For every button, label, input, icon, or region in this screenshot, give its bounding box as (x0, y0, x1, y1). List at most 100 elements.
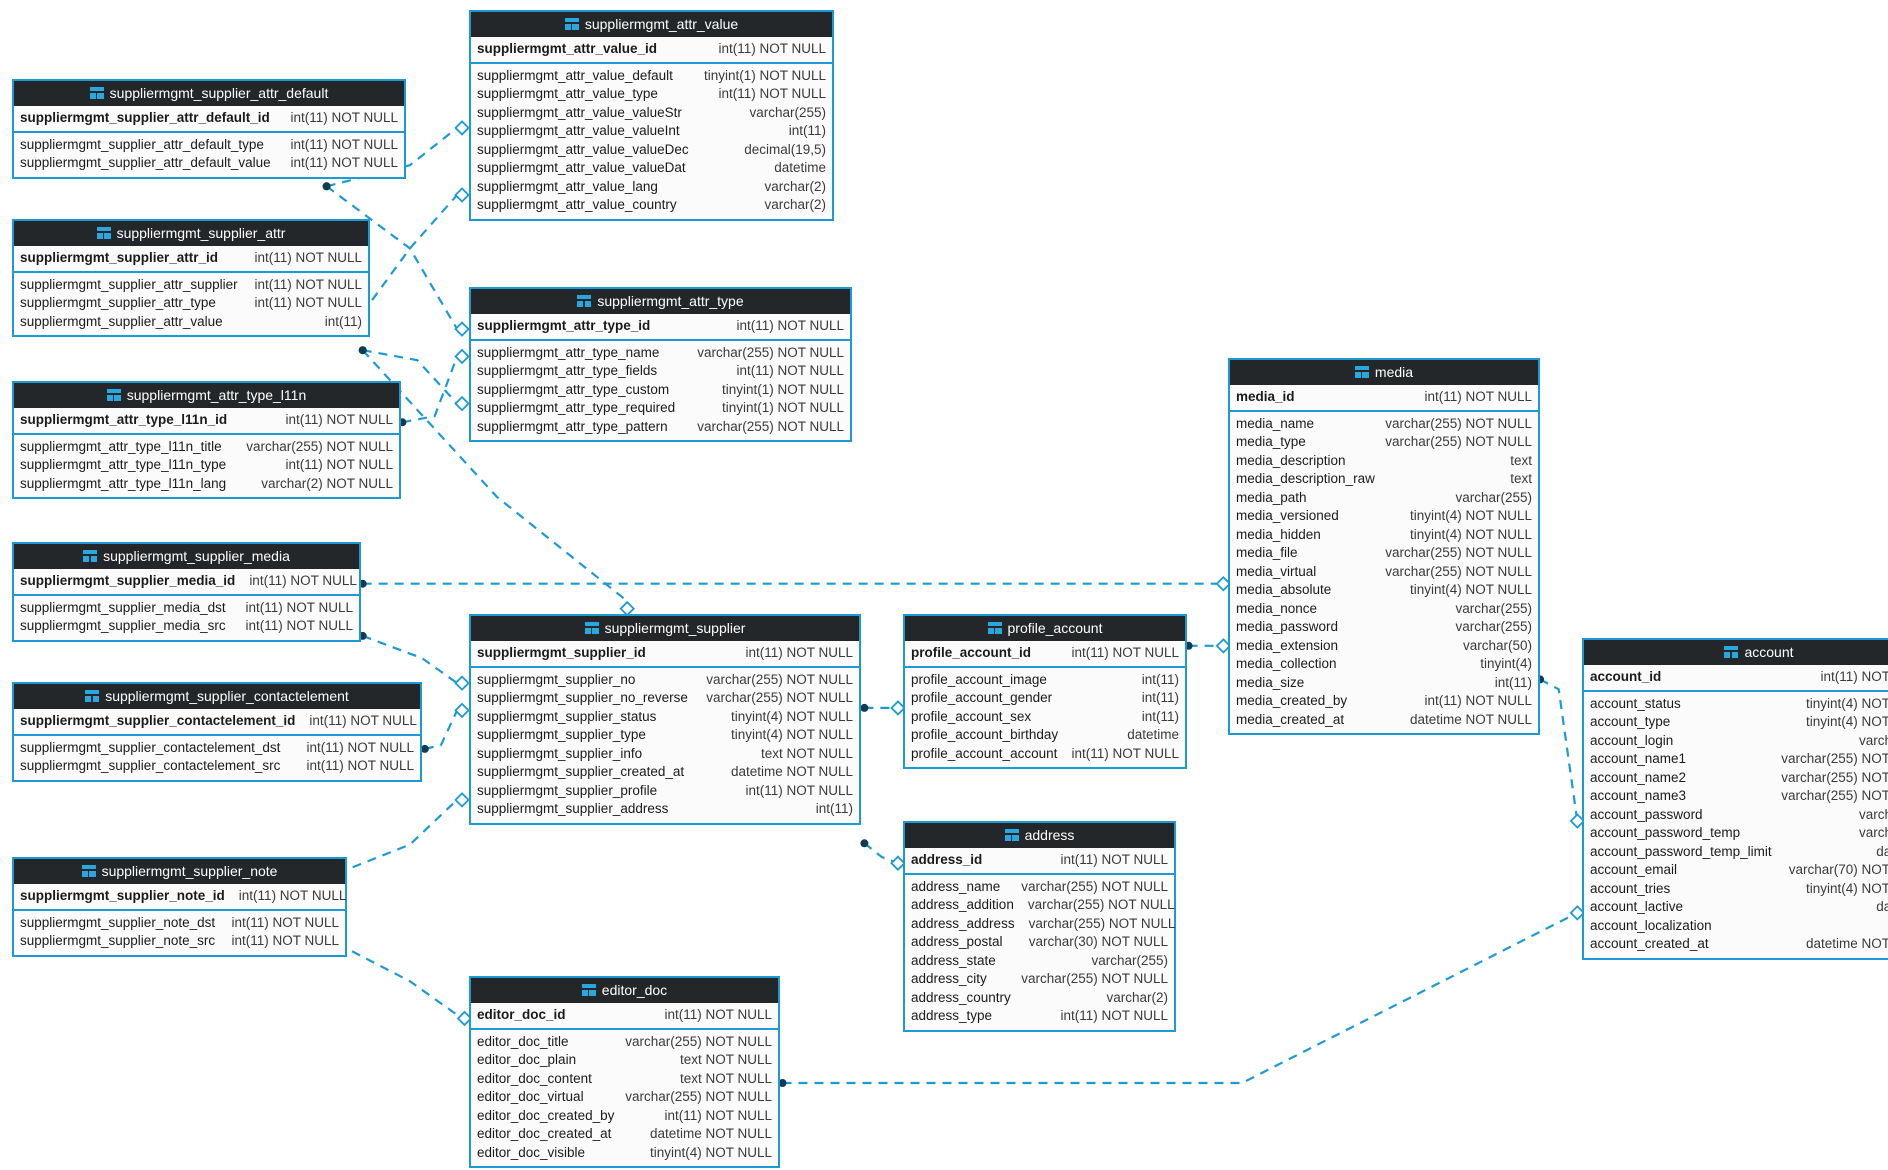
relationship-suppliermgmt_attr_type_l11n-to-suppliermgmt_attr_type (398, 348, 470, 427)
column-type: tinyint(4) NOT NULL (1409, 582, 1532, 597)
column-type: int(11) NOT NULL (664, 1107, 772, 1123)
column-type: varchar(255) NOT NULL (706, 690, 853, 705)
entity-name: suppliermgmt_attr_type_l11n (126, 387, 307, 403)
column-name: suppliermgmt_supplier_profile (477, 782, 658, 798)
column-type: varchar(255) NOT NULL (625, 1089, 772, 1104)
column-row: suppliermgmt_supplier_contactelement_src… (14, 757, 420, 776)
column-name: suppliermgmt_supplier_media_src (20, 618, 226, 633)
table-icon (106, 389, 121, 401)
entity-title-bar: suppliermgmt_supplier_attr_default (14, 81, 404, 106)
column-name: address_state (911, 952, 996, 968)
column-name: suppliermgmt_attr_value_valueDec (477, 141, 689, 157)
column-name: suppliermgmt_supplier_status (477, 708, 657, 724)
column-name: account_name2 (1590, 769, 1687, 785)
column-name: address_address (911, 915, 1015, 931)
column-type: varchar(255) NOT NULL (1021, 971, 1168, 986)
column-name: profile_account_id (911, 645, 1032, 660)
column-type: varchar(255) NOT NULL (706, 671, 853, 687)
column-type: datetime NOT NULL (1409, 711, 1532, 727)
column-type: varchar(255) NOT NULL (1385, 545, 1532, 560)
column-name: account_email (1590, 862, 1678, 877)
column-type: varchar(255) (1455, 489, 1532, 505)
column-type: int(11) NOT NULL (245, 618, 353, 633)
column-row: media_virtual varchar(255) NOT NULL (1230, 563, 1538, 582)
column-name: suppliermgmt_attr_value_lang (477, 178, 658, 194)
column-row: suppliermgmt_supplier_contactelement_dst… (14, 739, 420, 758)
table-icon (987, 622, 1002, 634)
column-type: datetime NOT NULL (649, 1126, 772, 1141)
column-name: suppliermgmt_attr_type_pattern (477, 418, 668, 434)
column-name: suppliermgmt_attr_type_fields (477, 363, 658, 378)
column-type: tinyint(4) (1480, 656, 1532, 671)
column-type: varchar(255) NOT NULL (625, 1033, 772, 1049)
column-name: media_type (1236, 434, 1306, 449)
column-name: suppliermgmt_supplier_contactelement_id (20, 713, 296, 728)
column-name: profile_account_account (911, 745, 1058, 761)
table-icon (85, 690, 100, 702)
column-type: datetime NOT NULL (730, 764, 853, 779)
relationship-suppliermgmt_supplier_media-to-media (358, 575, 1232, 592)
column-name: media_nonce (1236, 600, 1318, 616)
entity-title-bar: media (1230, 360, 1538, 385)
table-icon (83, 550, 98, 562)
column-type: varchar(70) NOT NULL (1788, 862, 1888, 877)
column-type: int(11) NOT NULL (285, 412, 393, 427)
column-type: int(11) NOT NULL (290, 110, 398, 125)
column-type: int(11) NOT NULL (306, 758, 414, 773)
entity-name: suppliermgmt_supplier_note (101, 863, 278, 879)
entity-title-bar: suppliermgmt_attr_type_l11n (14, 383, 399, 408)
column-name: address_type (911, 1008, 993, 1023)
column-name: media_virtual (1236, 563, 1317, 579)
entity-suppliermgmt_supplier_note[interactable]: suppliermgmt_supplier_note suppliermgmt_s… (12, 857, 347, 957)
column-type: varchar(255) NOT NULL (1781, 769, 1888, 785)
column-name: suppliermgmt_supplier_created_at (477, 764, 685, 779)
column-name: profile_account_image (911, 671, 1047, 687)
column-type: varchar(255) NOT NULL (1385, 563, 1532, 579)
column-type: varchar(2) (1106, 989, 1168, 1005)
entity-name: account (1744, 644, 1794, 660)
